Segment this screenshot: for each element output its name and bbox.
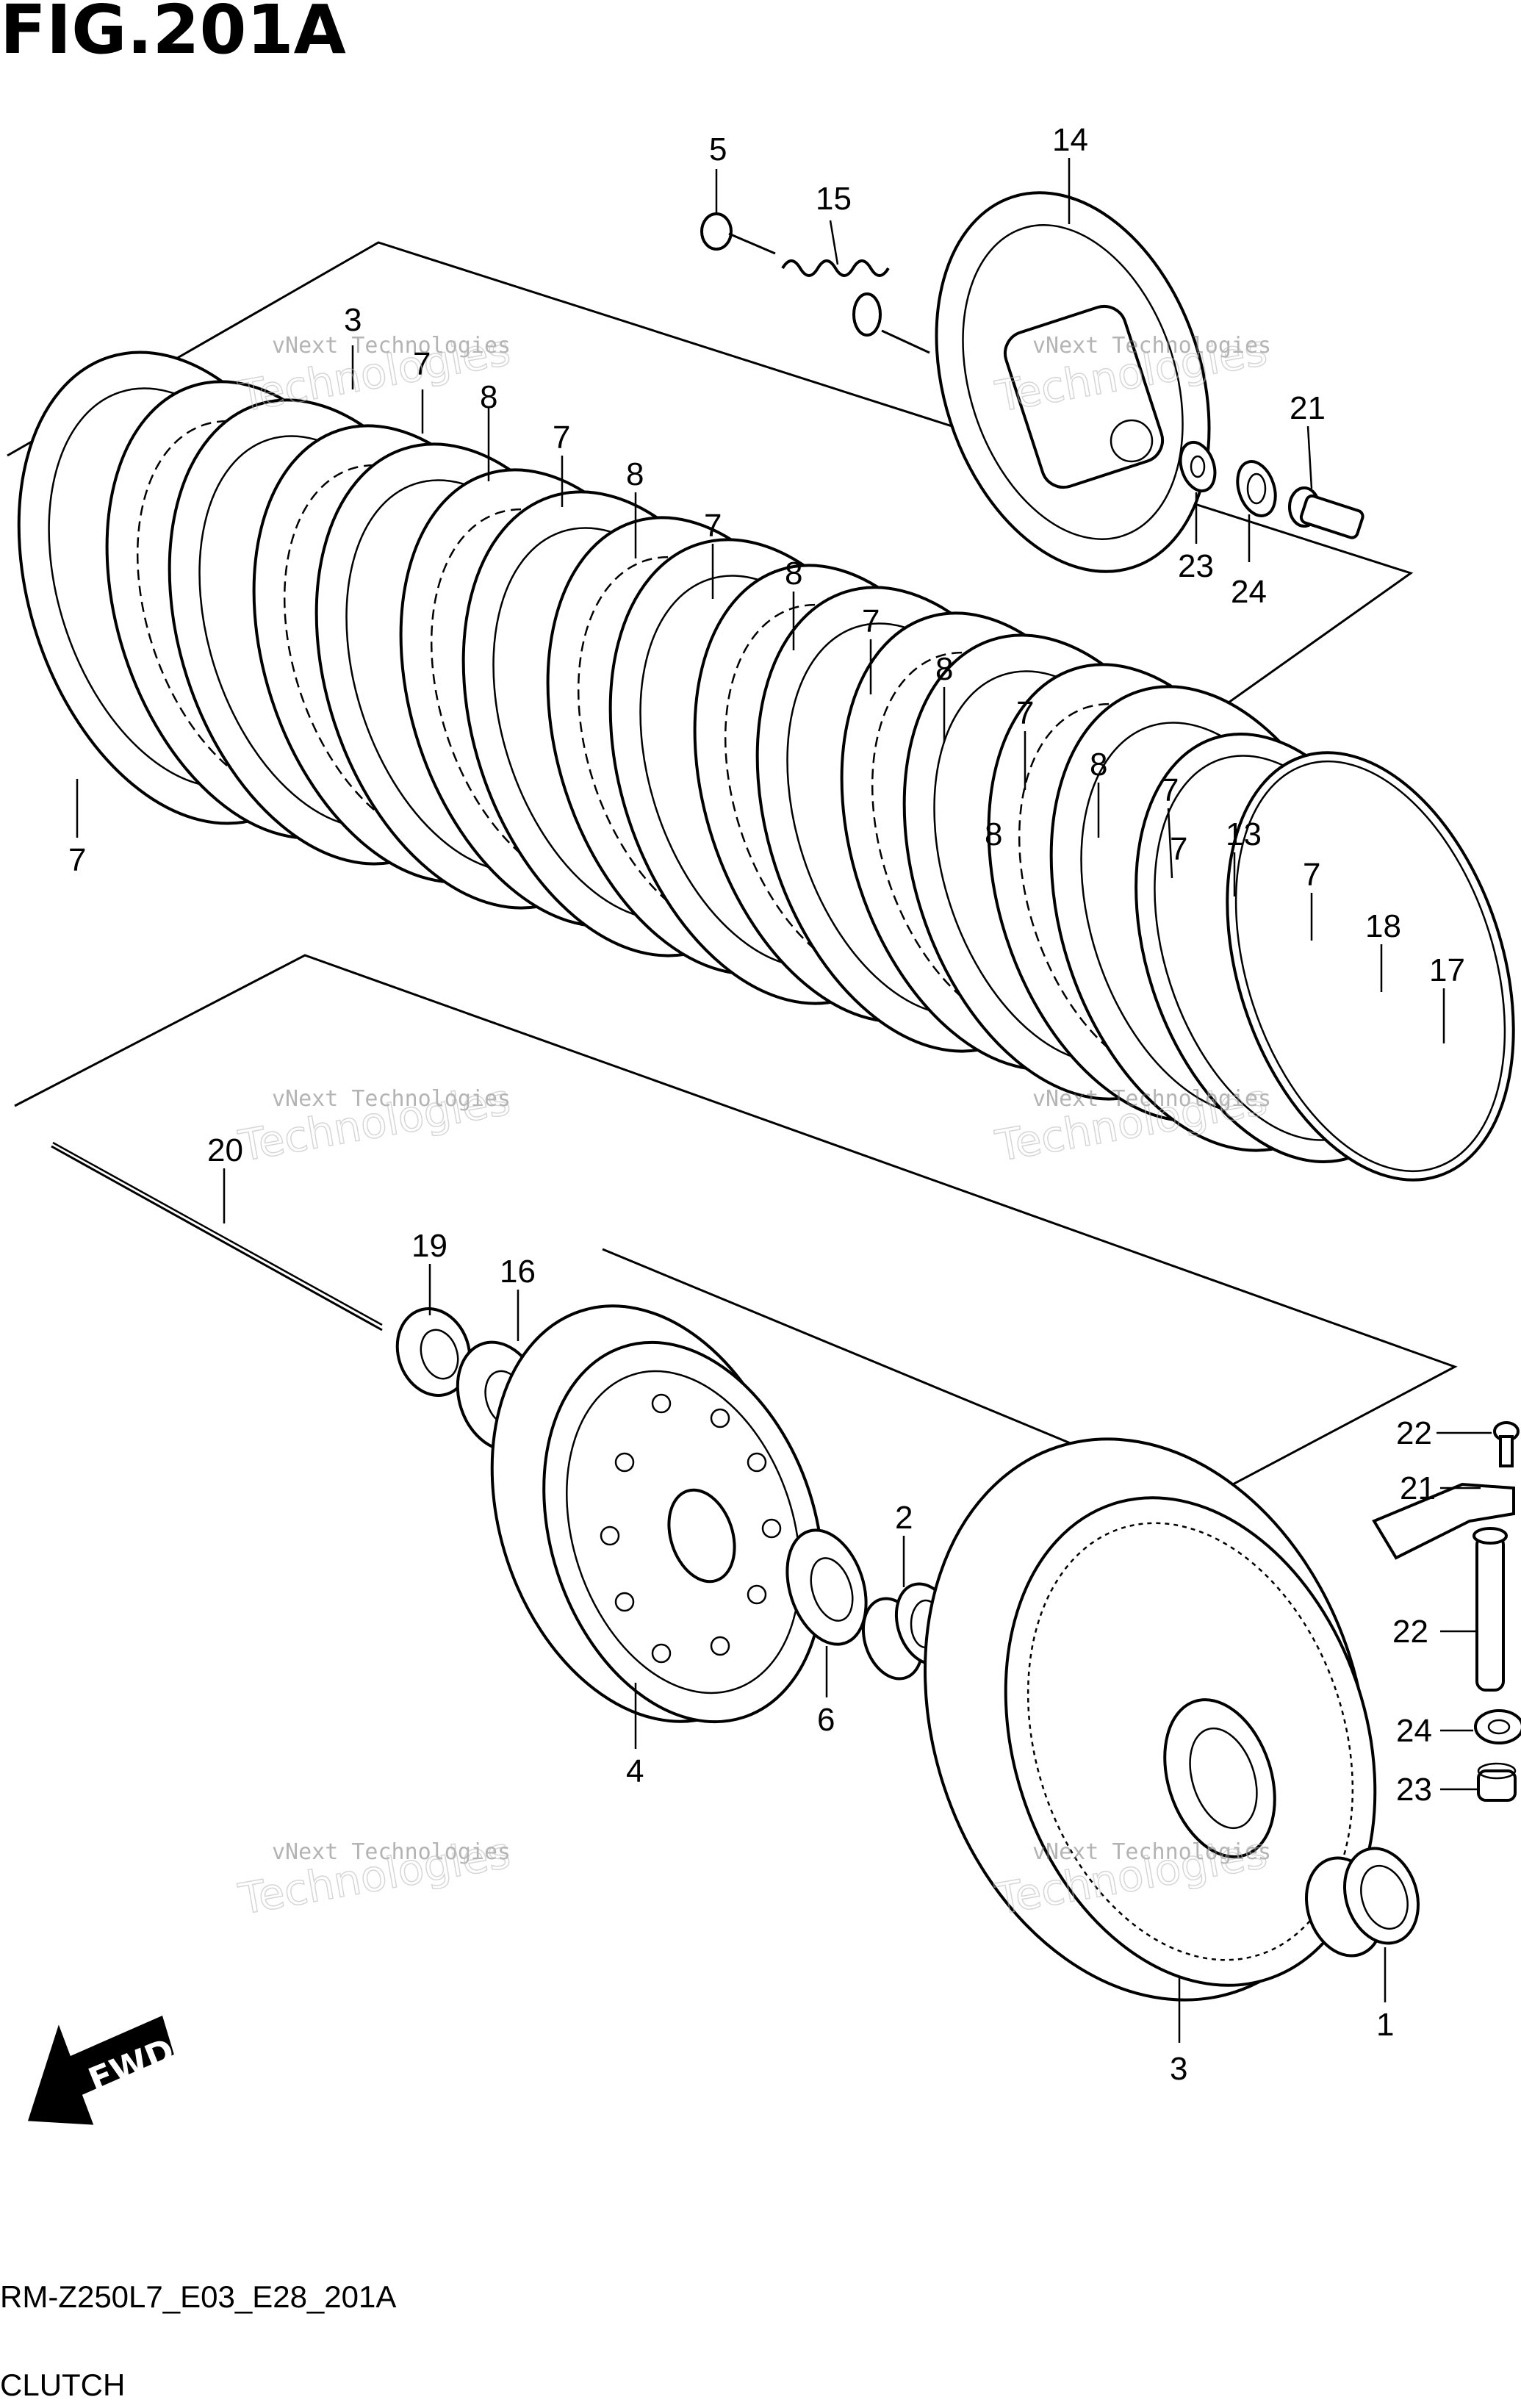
callout-19: 21 bbox=[1290, 390, 1326, 426]
callout-13: 17 bbox=[1429, 952, 1465, 988]
figure-title: FIG.201A bbox=[0, 0, 346, 69]
oil-seal-24 bbox=[1474, 1709, 1521, 1744]
clutch-spring bbox=[781, 259, 930, 354]
bearing-22 bbox=[1236, 460, 1277, 517]
callout-7-c: 7 bbox=[704, 508, 722, 544]
callout-12: 16 bbox=[500, 1254, 536, 1290]
svg-text:vNext Technologies: vNext Technologies bbox=[272, 333, 511, 359]
leader-lines bbox=[76, 158, 1492, 2043]
washer-21 bbox=[1179, 440, 1217, 493]
callout-10: 14 bbox=[1052, 122, 1088, 158]
callout-7-b: 7 bbox=[553, 420, 570, 456]
svg-text:vNext Technologies: vNext Technologies bbox=[272, 1839, 511, 1865]
callout-15: 19 bbox=[411, 1228, 447, 1264]
callout-7-f: 7 bbox=[1161, 772, 1179, 808]
seal-15 bbox=[395, 1307, 472, 1397]
wire-ring bbox=[1226, 751, 1515, 1182]
spring-bolt bbox=[700, 212, 776, 255]
callout-18: 22 bbox=[1396, 1415, 1432, 1451]
callout-4: 4 bbox=[626, 1753, 644, 1789]
svg-text:vNext Technologies: vNext Technologies bbox=[1032, 1086, 1271, 1112]
push-piece-19 bbox=[1288, 486, 1364, 539]
callout-16: 20 bbox=[207, 1132, 243, 1168]
callout-7-i: 7 bbox=[1170, 831, 1187, 867]
figure-caption: CLUTCH bbox=[0, 2368, 125, 2402]
svg-text:vNext Technologies: vNext Technologies bbox=[1032, 333, 1271, 359]
callout-8-f: 8 bbox=[985, 816, 1002, 852]
callout-5: 5 bbox=[709, 132, 727, 168]
bearing-23 bbox=[1477, 1762, 1517, 1802]
push-rod bbox=[51, 1141, 383, 1331]
callout-17: 21 bbox=[1400, 1470, 1436, 1506]
spacer-1 bbox=[1305, 1847, 1420, 1958]
callouts: 5 15 14 21 23 24 3 7 8 7 8 7 8 7 8 7 8 7… bbox=[68, 122, 1465, 2087]
callout-11: 15 bbox=[816, 181, 852, 217]
svg-text:vNext Technologies: vNext Technologies bbox=[272, 1086, 511, 1112]
upper-group-frame bbox=[7, 241, 1414, 736]
callout-3-bottom: 3 bbox=[1170, 2051, 1187, 2087]
callout-8-e: 8 bbox=[1090, 747, 1107, 783]
callout-8-d: 8 bbox=[935, 651, 953, 687]
callout-7-a: 7 bbox=[413, 346, 431, 382]
callout-7-h: 7 bbox=[68, 842, 86, 878]
callout-8-c: 8 bbox=[785, 556, 802, 592]
fwd-arrow: FWD bbox=[27, 2015, 180, 2125]
figure-code: RM-Z250L7_E03_E28_201A bbox=[0, 2279, 396, 2314]
callout-24: 24 bbox=[1396, 1713, 1432, 1749]
callout-6: 6 bbox=[817, 1702, 835, 1738]
callout-20: 22 bbox=[1392, 1614, 1428, 1650]
callout-14: 18 bbox=[1365, 908, 1401, 944]
callout-9: 13 bbox=[1226, 816, 1262, 852]
thrust-washer-6 bbox=[785, 1528, 868, 1646]
bolt-18 bbox=[1493, 1421, 1520, 1467]
callout-23: 23 bbox=[1396, 1772, 1432, 1808]
callout-7-e: 7 bbox=[1016, 695, 1034, 731]
callout-7-g: 7 bbox=[1303, 857, 1320, 893]
clutch-housing bbox=[924, 1437, 1377, 2002]
pressure-plate bbox=[935, 191, 1211, 573]
callout-22: 24 bbox=[1231, 574, 1267, 610]
release-arm-17 bbox=[1372, 1482, 1515, 1560]
clutch-plate-stack bbox=[17, 351, 1515, 1182]
callout-2: 2 bbox=[895, 1500, 913, 1536]
callout-1: 1 bbox=[1376, 2007, 1394, 2043]
sleeve-hub bbox=[490, 1304, 824, 1724]
callout-7-d: 7 bbox=[862, 603, 880, 639]
lower-group-frame bbox=[14, 954, 1458, 1500]
svg-text:vNext Technologies: vNext Technologies bbox=[1032, 1839, 1271, 1865]
callout-21: 23 bbox=[1178, 548, 1214, 584]
callout-3-top: 3 bbox=[344, 302, 362, 338]
callout-8-a: 8 bbox=[480, 379, 497, 415]
callout-8-b: 8 bbox=[626, 456, 644, 492]
release-shaft-20 bbox=[1473, 1527, 1508, 1692]
